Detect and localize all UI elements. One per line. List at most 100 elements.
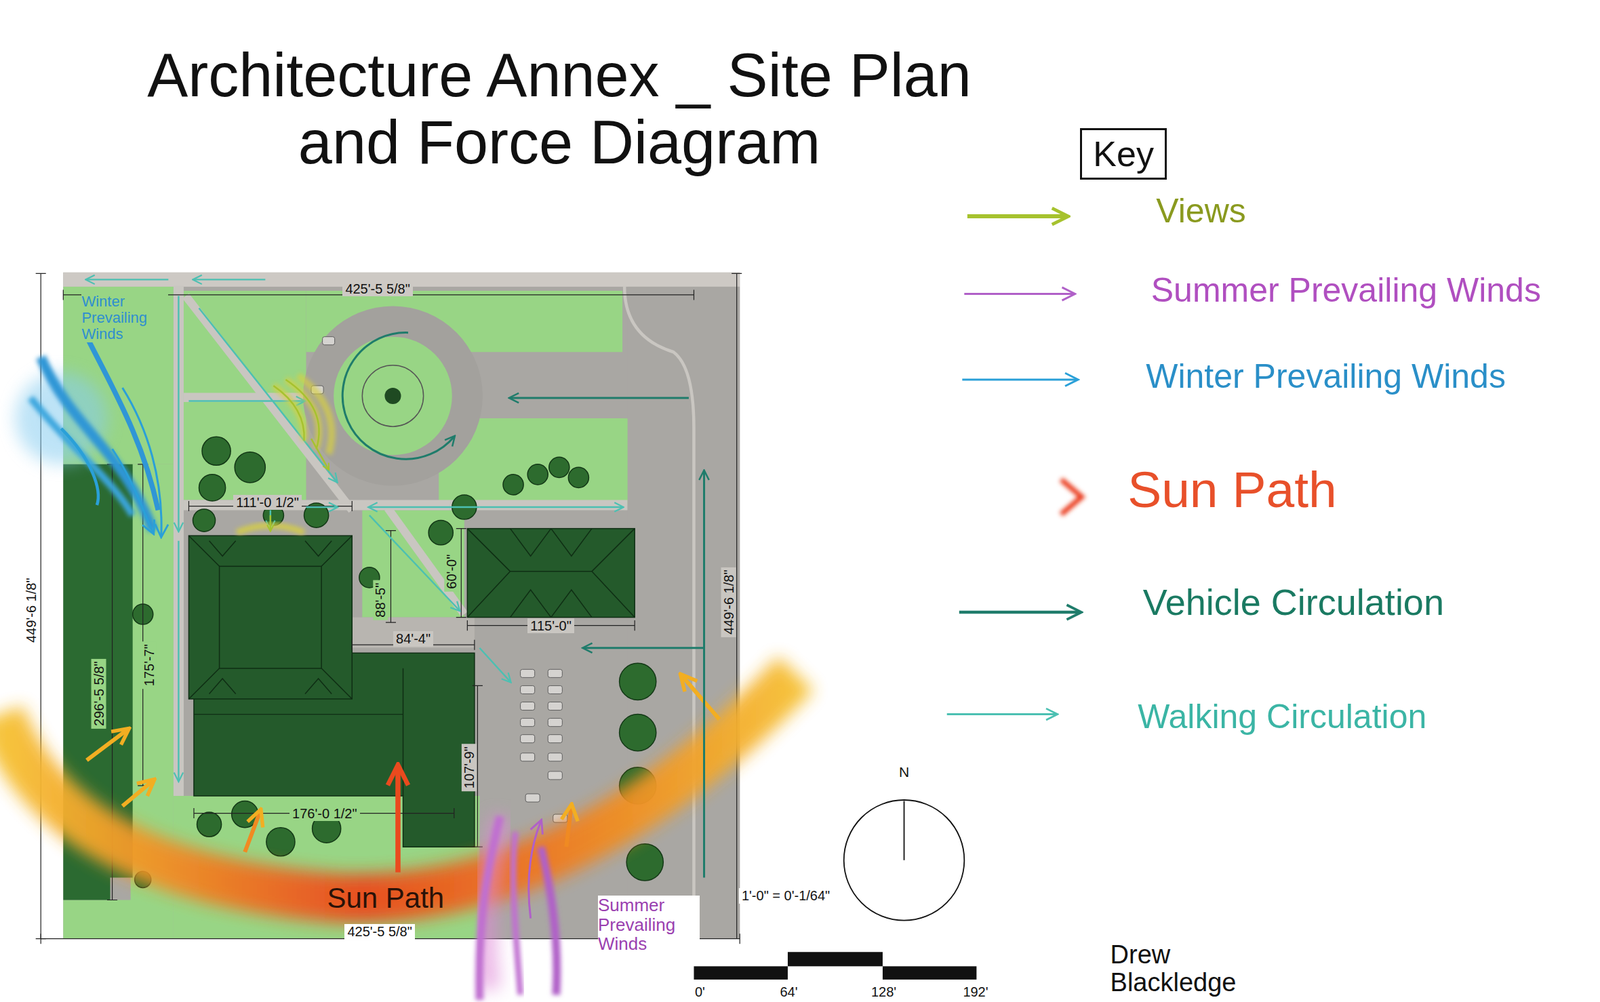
legend-label: Sun Path <box>1127 461 1337 518</box>
parking-cars <box>520 669 568 823</box>
scale-tick-label: 128' <box>868 984 899 1000</box>
views-part <box>273 375 332 455</box>
buildings-part <box>209 541 333 695</box>
legend-arrows-part <box>967 211 1067 222</box>
site-ground-part <box>303 306 483 487</box>
sun-path-band-part <box>395 767 401 873</box>
compass <box>844 800 965 921</box>
dimension-label: 175'-7" <box>141 641 157 689</box>
views-part <box>311 438 329 470</box>
walking-circulation-part <box>86 278 169 280</box>
parking-cars-part <box>520 669 535 678</box>
parking-cars-part <box>520 734 535 744</box>
site-ground-part <box>362 365 424 427</box>
scale-tick-label: 192' <box>960 984 991 1000</box>
trees-part <box>527 464 548 485</box>
scale-note: 1'-0" = 0'-1/64" <box>738 888 833 904</box>
key-heading: Key <box>1092 134 1154 174</box>
scale-bar-part <box>787 951 883 967</box>
trees-part <box>619 714 657 752</box>
site-ground-part <box>173 285 184 796</box>
vehicle-circulation-part <box>703 471 706 878</box>
winter-winds-part <box>122 387 162 536</box>
sun-path-band-part <box>122 780 154 807</box>
winter-winds-part <box>61 428 99 506</box>
buildings-part <box>467 528 635 618</box>
parking-cars-part <box>547 753 563 762</box>
site-ground-part <box>627 286 741 939</box>
summer-winds-part <box>528 821 542 919</box>
dimension-label: 107'-9" <box>461 743 477 792</box>
dimension-label: 449'-6 1/8" <box>23 575 38 646</box>
trees-part <box>626 844 664 881</box>
north-label: N <box>896 764 912 781</box>
walking-circulation-part <box>177 541 179 782</box>
legend-label: Summer Prevailing Winds <box>1151 271 1542 310</box>
parking-cars-part <box>547 771 563 780</box>
dimension-label: 176'-0 1/2" <box>289 806 360 822</box>
legend-arrows-part <box>964 292 1074 295</box>
legend-label: Views <box>1155 191 1246 230</box>
trees-part <box>568 467 589 488</box>
trees-part <box>199 474 226 502</box>
dimension-label: 84'-4" <box>393 631 434 647</box>
diagram-title: Architecture Annex _ Site Plan and Force… <box>111 42 1007 177</box>
parking-cars-part <box>547 669 563 678</box>
legend-arrows-part <box>967 214 1067 219</box>
legend-label: Winter Prevailing Winds <box>1145 357 1506 396</box>
buildings-part <box>467 528 635 618</box>
buildings-part <box>188 535 352 699</box>
parking-cars-part <box>520 753 535 762</box>
walking-circulation-part <box>177 295 179 531</box>
scale-bar-part <box>693 966 788 980</box>
summer-winds-part <box>541 846 558 995</box>
sun-path-band-part <box>0 673 796 899</box>
legend-arrows-part <box>962 378 1077 381</box>
trees-part <box>266 827 295 857</box>
dimension-label: 425'-5 5/8" <box>344 924 415 939</box>
buildings-part <box>402 668 405 796</box>
trees-part <box>234 452 266 483</box>
compass-part <box>844 800 965 921</box>
walking-circulation-part <box>193 278 266 280</box>
walking-circulation-part <box>479 648 510 683</box>
site-ground-part <box>351 617 475 649</box>
sun-path-band <box>0 673 796 899</box>
parking-cars-part <box>553 814 568 823</box>
buildings-part <box>219 566 323 669</box>
buildings-part <box>193 713 404 715</box>
summer-winds-part <box>513 831 521 996</box>
dimension-label: 60'-0" <box>444 551 460 592</box>
winter-wind-note: Winter Prevailing Winds <box>81 293 169 342</box>
sun-path-band-part <box>566 806 572 847</box>
legend-arrows-part <box>947 713 1057 716</box>
vehicle-circulation <box>342 332 704 878</box>
site-ground-part <box>387 508 465 615</box>
parking-cars-part <box>547 702 563 711</box>
legend-arrows-part <box>959 610 1080 615</box>
views-part <box>269 515 272 531</box>
site-ground-part <box>384 387 401 405</box>
sun-path-band-part <box>244 811 261 853</box>
trees-part <box>503 474 524 495</box>
vehicle-circulation-part <box>342 332 455 460</box>
walking-circulation <box>86 279 623 781</box>
dimension-label: 449'-6 1/8" <box>721 566 737 637</box>
key-box: Key <box>1080 128 1167 180</box>
walking-circulation-part <box>306 506 337 508</box>
trees-part <box>428 520 453 546</box>
legend-arrows-part <box>953 488 1077 506</box>
trees-part <box>549 456 570 478</box>
trees-part <box>192 509 215 532</box>
sun-path-band-part <box>681 675 720 720</box>
sun-path-note: Sun Path <box>324 882 447 914</box>
walking-circulation-part <box>369 506 480 508</box>
dimension-label: 296'-5 5/8" <box>91 658 107 729</box>
legend-arrows <box>947 216 1083 714</box>
winter-winds-part <box>112 448 154 533</box>
parking-cars-part <box>547 685 563 694</box>
dimension-label: 115'-0" <box>527 618 575 634</box>
vehicle-circulation-part <box>510 396 689 399</box>
summer-winds <box>479 816 557 1000</box>
